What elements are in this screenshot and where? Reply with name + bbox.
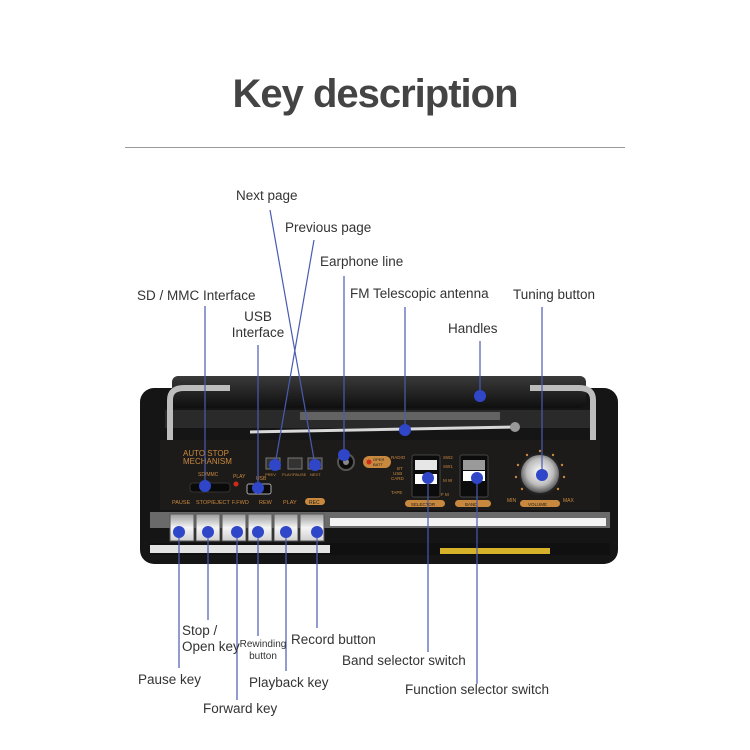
svg-text:RADIO: RADIO [391,455,406,460]
label-usb-line1: USB [244,309,272,324]
svg-text:SW1: SW1 [443,464,453,469]
svg-text:SELECTOR: SELECTOR [411,502,436,507]
label-usb-interface: USB Interface [228,309,288,341]
label-fm-antenna: FM Telescopic antenna [350,286,489,301]
svg-text:MIN: MIN [507,498,517,504]
marker-stop [202,526,214,538]
svg-text:REC: REC [309,500,320,506]
title-divider [125,147,625,148]
svg-text:MAX: MAX [563,498,575,504]
label-rewinding-line2: button [249,651,277,662]
marker-prev [269,459,281,471]
marker-rewind [252,526,264,538]
play-pause-button [287,457,303,470]
label-stop-line2: Open key [182,639,240,654]
svg-text:BAND: BAND [465,502,478,507]
svg-text:USB: USB [393,471,402,476]
svg-text:CARD: CARD [391,476,405,481]
svg-text:SD/MMC: SD/MMC [198,472,219,478]
marker-antenna [399,424,411,436]
label-playback-key: Playback key [249,675,329,690]
page-title: Key description [232,72,518,116]
label-handles: Handles [448,321,498,336]
label-forward-key: Forward key [203,701,278,716]
marker-tuning [536,469,548,481]
marker-playback [280,526,292,538]
svg-text:BATT: BATT [373,462,383,467]
handle-right [530,385,596,480]
marker-record [311,526,323,538]
marker-pause [173,526,185,538]
label-earphone-line: Earphone line [320,254,404,269]
handle-left [167,385,230,480]
label-sd-mmc: SD / MMC Interface [137,288,256,303]
svg-text:PLAY/PAUSE: PLAY/PAUSE [282,472,307,477]
label-pause-key: Pause key [138,672,202,687]
svg-text:M W: M W [443,478,453,483]
label-stop-line1: Stop / [182,623,218,638]
svg-text:SW2: SW2 [443,455,453,460]
label-rewinding-button: Rewinding button [238,639,288,663]
label-band-selector: Band selector switch [342,653,466,668]
svg-text:PREV: PREV [265,472,276,477]
marker-earphone [338,449,350,461]
marker-handles [474,390,486,402]
svg-text:STOP/EJECT: STOP/EJECT [196,500,230,506]
svg-text:AUTO STOP: AUTO STOP [183,449,229,458]
label-record-button: Record button [291,632,376,647]
marker-usb [252,482,264,494]
label-previous-page: Previous page [285,220,372,235]
svg-text:MECHANISM: MECHANISM [183,457,232,466]
svg-text:TAPE: TAPE [391,490,402,495]
label-stop-open-key: Stop / Open key [182,623,240,655]
svg-text:OPER: OPER [373,457,384,462]
label-tuning-button: Tuning button [513,287,596,302]
label-usb-line2: Interface [231,325,285,340]
svg-text:PLAY: PLAY [233,474,246,480]
marker-next [309,459,321,471]
cassette-key-labels: PAUSE STOP/EJECT F.FWD REW PLAY REC [172,498,325,506]
label-rewinding-line1: Rewinding [239,639,287,650]
antenna [249,425,516,434]
svg-text:F.FWD: F.FWD [232,500,249,506]
marker-function [471,472,483,484]
svg-text:PLAY: PLAY [283,500,297,506]
marker-sd [199,480,211,492]
label-function-selector: Function selector switch [405,682,550,697]
svg-text:BT: BT [397,466,403,471]
leader-previous-page [274,239,315,466]
svg-text:REW: REW [259,500,273,506]
svg-text:PAUSE: PAUSE [172,500,191,506]
svg-text:VOLUME: VOLUME [528,502,547,507]
svg-text:NEXT: NEXT [310,472,321,477]
svg-text:USB: USB [256,476,267,482]
leader-next-page [269,209,316,466]
marker-band [422,472,434,484]
svg-text:F M: F M [441,492,449,497]
label-next-page: Next page [236,188,298,203]
volume-dial-ticks [514,449,566,491]
marker-forward [231,526,243,538]
